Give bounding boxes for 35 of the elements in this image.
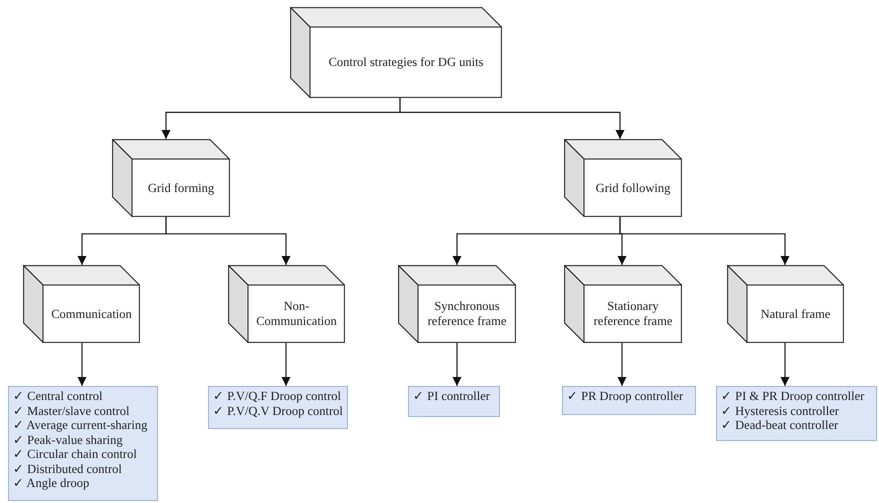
connector-arrow <box>78 343 86 386</box>
connector-arrow <box>780 343 790 386</box>
node-label: Communication <box>51 306 132 322</box>
list-item: ✓ PI & PR Droop controller <box>721 389 866 404</box>
node-label: Grid following <box>596 180 670 196</box>
list-item: ✓ Distributed control <box>13 462 123 476</box>
connector-arrow <box>452 343 462 386</box>
list-item: ✓ P.V/Q.V Droop control <box>213 404 343 418</box>
connector-arrow <box>165 217 290 265</box>
node-label: Control strategies for DG units <box>328 55 484 70</box>
list-item: ✓ Master/slave control <box>13 404 131 418</box>
connector-arrow <box>282 343 290 386</box>
list-item: ✓ PR Droop controller <box>567 389 684 404</box>
bullet-list-box <box>8 386 158 501</box>
list-item: ✓ P.V/Q.F Droop control <box>213 389 342 404</box>
node-label: Stationary reference frame <box>592 299 674 329</box>
node-label: Non-Communication <box>255 299 338 329</box>
list-item: ✓ Dead-beat controller <box>721 418 840 432</box>
list-item: ✓ Circular chain control <box>13 447 138 462</box>
list-item: ✓ Central control <box>13 389 104 404</box>
list-item: ✓ Peak-value sharing <box>13 432 124 447</box>
node-label: Grid forming <box>148 180 214 196</box>
node-label: Natural frame <box>760 306 830 322</box>
bullet-list-box <box>408 386 500 417</box>
list-item: ✓ Angle droop <box>13 476 90 490</box>
list-item: ✓ PI controller <box>413 389 491 404</box>
list-item: ✓ Hysteresis controller <box>721 404 840 418</box>
connector-arrow <box>618 343 626 386</box>
bullet-list-box <box>716 386 877 441</box>
node-label: Synchronous reference frame <box>426 299 508 329</box>
bullet-list-box <box>208 386 348 429</box>
bullet-list-box <box>562 386 696 415</box>
connector-arrow <box>619 217 790 265</box>
list-item: ✓ Average current-sharing <box>13 418 148 432</box>
connector-arrow <box>399 98 624 139</box>
